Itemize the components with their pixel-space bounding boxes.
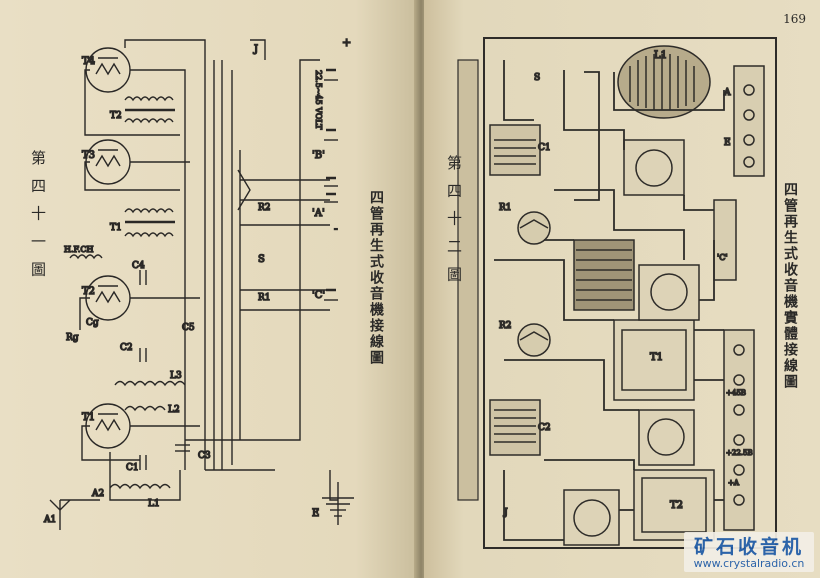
regeneration-coil	[573, 239, 635, 311]
label-r1: R1	[499, 203, 512, 213]
label-jack: J	[503, 508, 508, 518]
tube-sockets	[563, 139, 700, 546]
hf-choke	[69, 254, 103, 260]
label-switch: S	[258, 254, 265, 265]
label-tube-t3: T3	[82, 150, 95, 161]
tube-t1	[85, 403, 131, 449]
coil-l1-drum	[617, 45, 711, 119]
transformer-t2-block	[633, 469, 715, 541]
label-earth: E	[312, 508, 319, 519]
label-r1: R1	[258, 293, 271, 303]
label-l1: L1	[148, 499, 160, 509]
label-term-a-plus: +A	[728, 479, 740, 487]
right-caption: 四管再生式收音機實體接線圖	[782, 182, 798, 390]
label-battery-b: 'B'	[312, 150, 325, 161]
label-term-b22: +22.5B	[726, 449, 753, 457]
transformer-t2	[124, 96, 175, 124]
rheostats	[517, 211, 551, 357]
label-rg: Rg	[66, 333, 79, 343]
label-jack: J	[253, 44, 258, 55]
battery-a	[324, 176, 338, 203]
label-c2: C2	[120, 343, 133, 353]
label-transformer-t2: T2	[110, 111, 122, 121]
label-t1: T1	[650, 352, 663, 363]
battery-b	[324, 68, 338, 141]
label-r2: R2	[499, 321, 512, 331]
page-number: 169	[783, 12, 806, 26]
transformer-t1-block	[613, 319, 695, 401]
antenna-symbol	[49, 499, 71, 530]
earth-symbol	[322, 482, 354, 525]
battery-c	[324, 288, 338, 301]
label-transformer-t1: T1	[110, 223, 122, 233]
label-c5: C5	[182, 323, 195, 333]
label-hf-choke: H.F.CH	[64, 245, 93, 254]
front-panel-edge	[457, 59, 479, 501]
label-l3: L3	[170, 371, 182, 381]
pictorial-wiring	[494, 60, 725, 541]
right-page: 169	[424, 0, 820, 578]
label-l2: L2	[168, 405, 180, 415]
label-tube-t1: T1	[82, 412, 95, 423]
label-term-e: E	[724, 138, 731, 148]
label-c3: C3	[198, 451, 211, 461]
watermark-logo-text: 矿石收音机	[693, 536, 804, 558]
watermark-url: www.crystalradio.cn	[693, 557, 805, 570]
label-tube-t4: T4	[82, 56, 95, 67]
site-watermark: 矿石收音机 www.crystalradio.cn	[684, 532, 814, 572]
variable-condensers	[489, 124, 541, 456]
label-l1: L1	[654, 50, 667, 61]
schematic-diagram: T4 T3 T2 T1 T2 T1 H.F.CH C4 C5 Cg Rg C2 …	[42, 35, 354, 530]
baseboard-outline	[483, 37, 777, 549]
label-tube-t2: T2	[82, 286, 95, 297]
label-plus: +	[342, 36, 351, 49]
label-a1: A1	[43, 515, 56, 525]
label-b-voltage: 22.5~45 VOLT	[314, 70, 323, 130]
label-cg: Cg	[86, 318, 99, 328]
label-c4: C4	[132, 261, 145, 271]
label-minus: -	[334, 222, 338, 235]
left-figure-label: 第 四 十 一 圖	[29, 150, 47, 281]
wiring	[60, 39, 338, 501]
coil-l3	[114, 380, 186, 387]
tube-t3	[85, 139, 131, 185]
tube-t4	[85, 47, 131, 93]
coil-l1	[109, 483, 171, 490]
pictorial-wiring-diagram: L1 A E C1 C2 R1 R2 T1 T2 S J 'C' +45B +2…	[457, 37, 777, 549]
label-term-c: 'C'	[717, 253, 728, 262]
label-term-b45: +45B	[726, 389, 746, 397]
label-c1: C1	[538, 143, 551, 153]
coil-l2	[124, 405, 166, 412]
label-c2: C2	[538, 423, 551, 433]
antenna-earth-terminals	[733, 65, 765, 177]
left-caption: 四管再生式收音機接線圖	[368, 190, 384, 366]
transformer-t1	[124, 208, 175, 238]
label-a2: A2	[91, 489, 104, 499]
label-switch: S	[534, 73, 540, 83]
label-r2: R2	[258, 203, 271, 213]
right-figure-label: 第 四 十 二 圖	[445, 155, 463, 286]
tube-t2	[85, 275, 131, 321]
label-battery-a: 'A'	[312, 208, 325, 219]
label-c1: C1	[126, 463, 139, 473]
label-term-a: A	[723, 88, 731, 98]
label-t2: T2	[670, 500, 683, 511]
battery-terminal-strip	[713, 199, 755, 531]
label-battery-c: 'C'	[312, 290, 325, 301]
condensers	[139, 270, 190, 470]
left-page: T4 T3 T2 T1 T2 T1 H.F.CH C4 C5 Cg Rg C2 …	[0, 0, 418, 578]
